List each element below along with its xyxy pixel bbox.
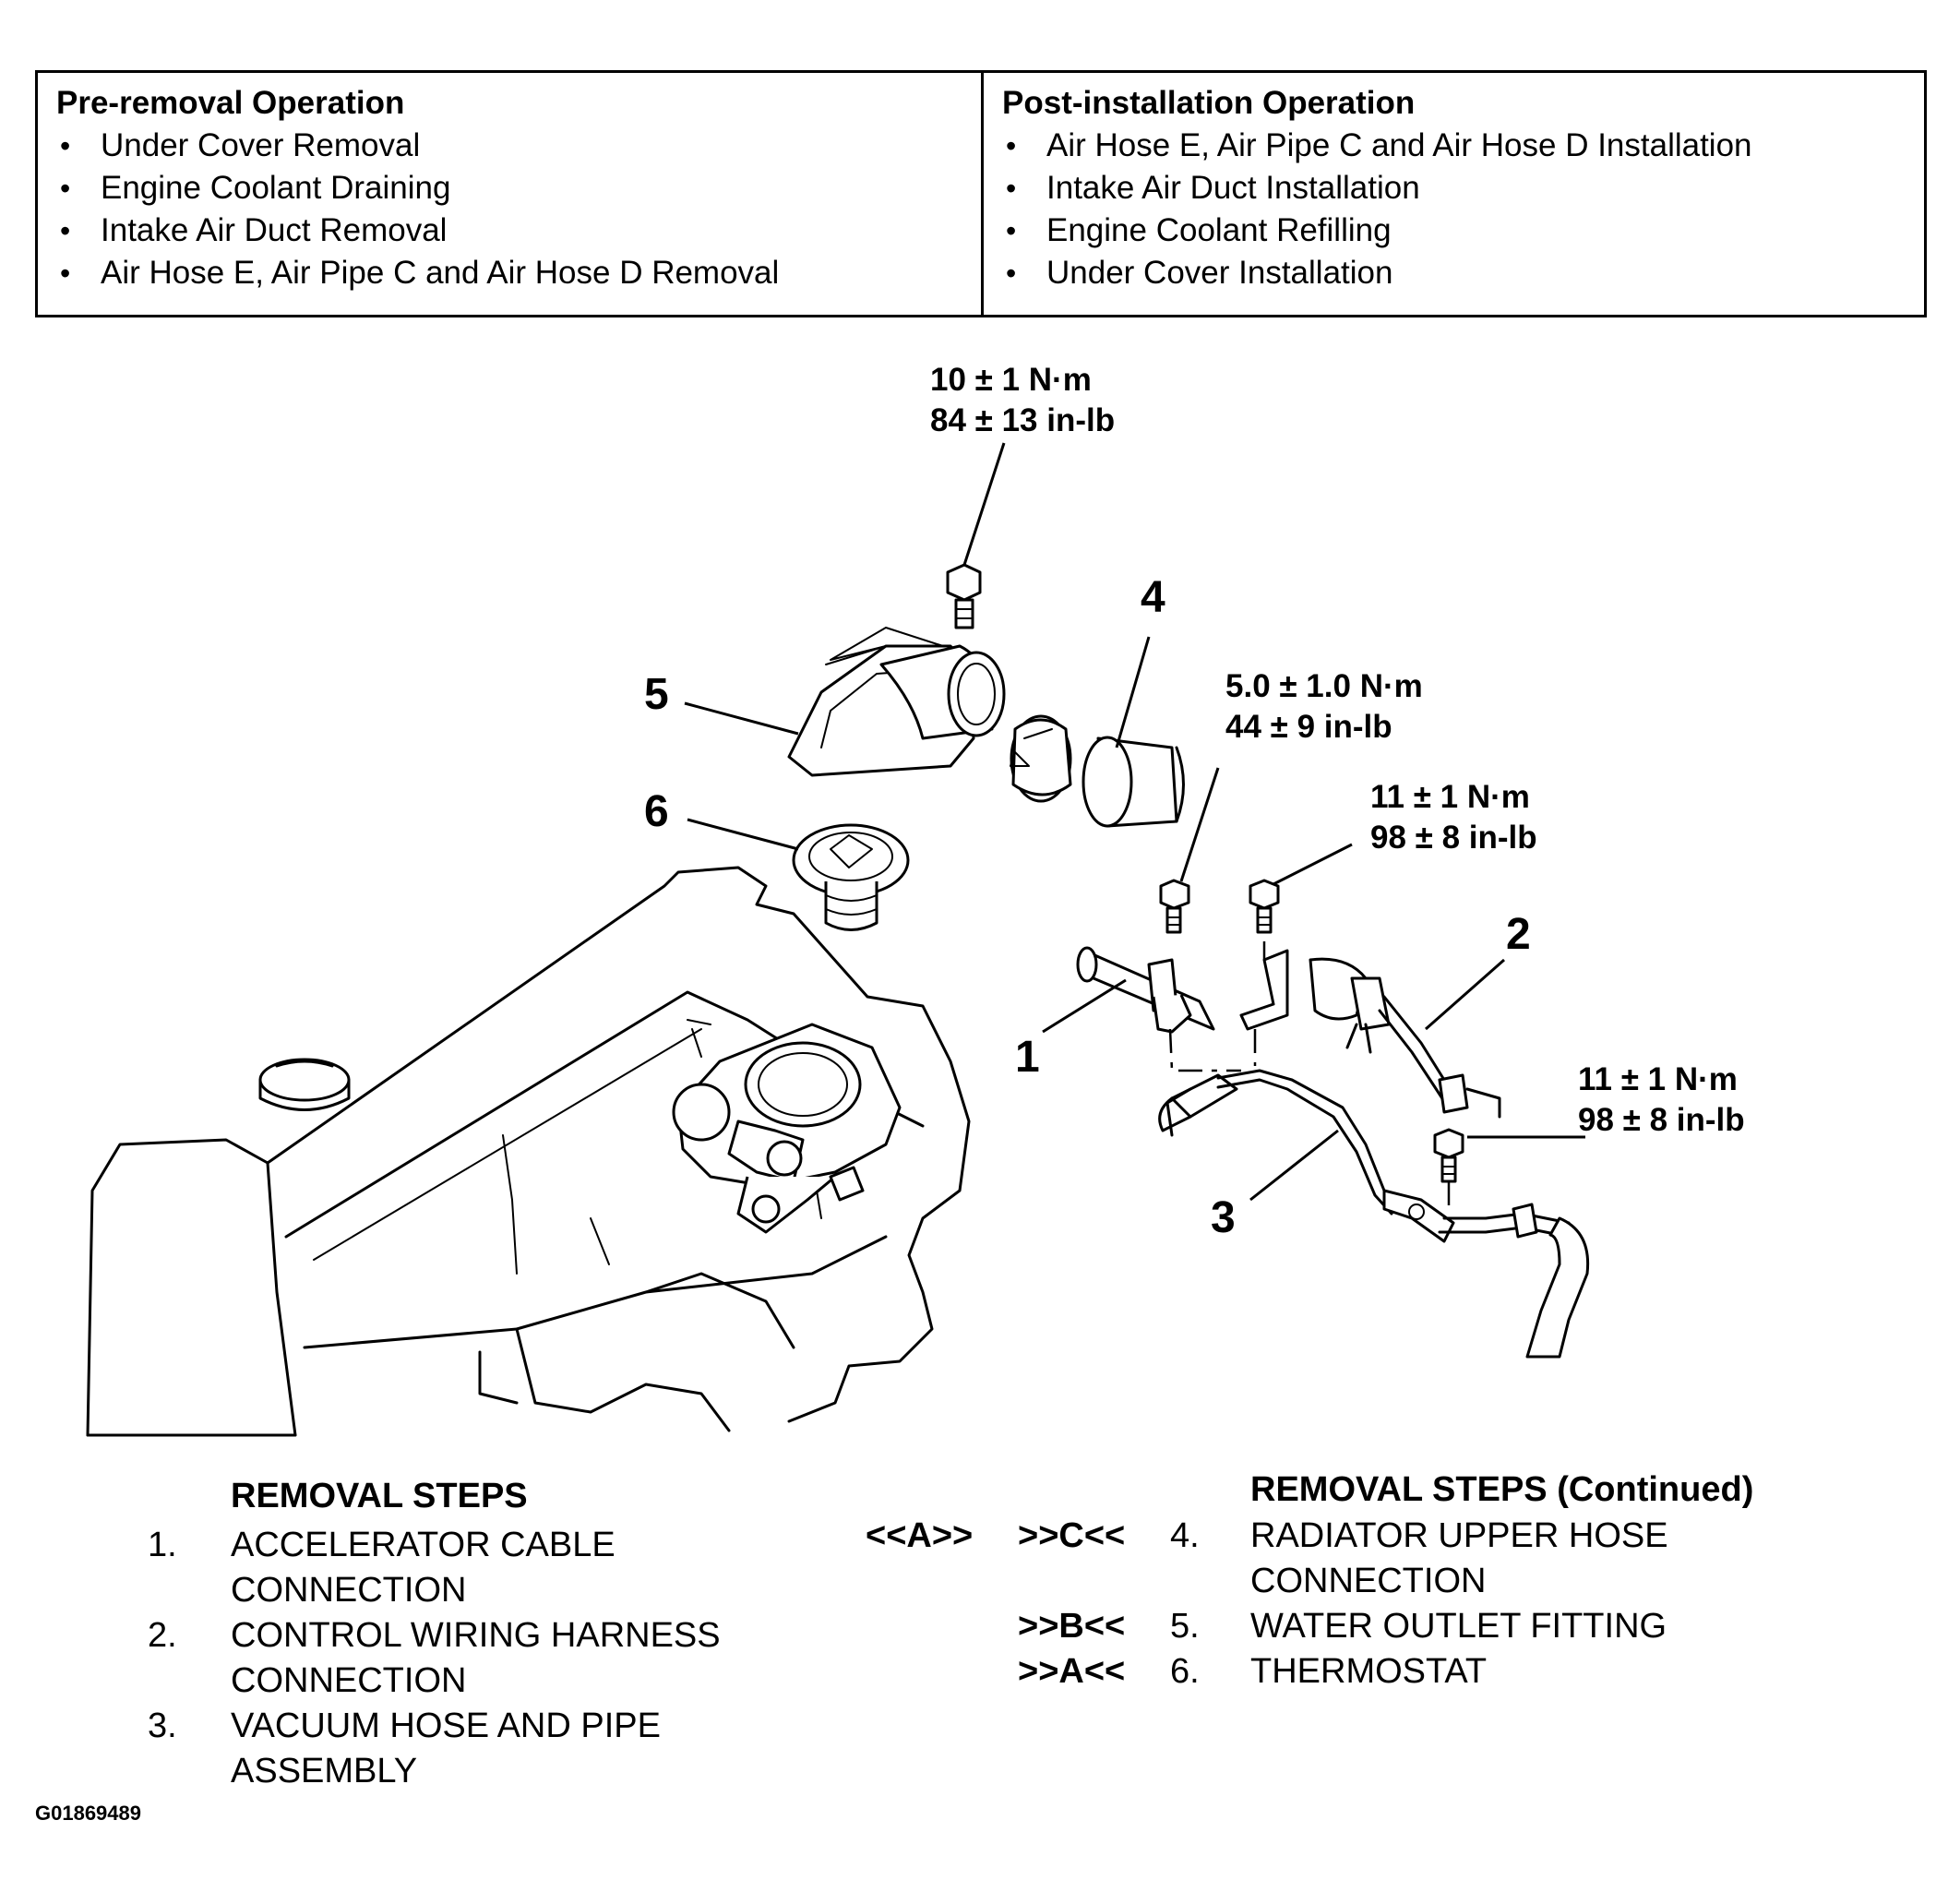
callout-5: 5 — [644, 670, 669, 719]
pre-removal-item: Intake Air Duct Removal — [56, 210, 962, 252]
pre-removal-item: Engine Coolant Draining — [56, 167, 962, 210]
step-number: 2. — [148, 1616, 177, 1655]
post-installation-item: Intake Air Duct Installation — [1002, 167, 1906, 210]
pre-removal-item: Under Cover Removal — [56, 125, 962, 167]
step-text: CONNECTION — [231, 1571, 467, 1610]
torque-inlb: 98 ± 8 in-lb — [1370, 820, 1537, 856]
torque-nm: 11 ± 1 N·m — [1370, 779, 1530, 815]
step-number: 1. — [148, 1526, 177, 1564]
leader-lines — [684, 442, 1585, 1202]
throttle-body-drawing — [672, 1019, 902, 1234]
step-text: CONNECTION — [231, 1661, 467, 1700]
step-text: THERMOSTAT — [1250, 1652, 1488, 1691]
callout-1: 1 — [1015, 1033, 1040, 1082]
pre-removal-item: Air Hose E, Air Pipe C and Air Hose D Re… — [56, 252, 962, 294]
step-reference-mark: >>A<< — [1018, 1652, 1126, 1691]
torque-nm: 10 ± 1 N·m — [930, 362, 1092, 398]
removal-steps-heading: REMOVAL STEPS — [231, 1477, 528, 1515]
step-text: CONTROL WIRING HARNESS — [231, 1616, 721, 1655]
step-number: 5. — [1170, 1607, 1200, 1646]
post-installation-item: Engine Coolant Refilling — [1002, 210, 1906, 252]
accelerator-cable-bracket-drawing — [1076, 879, 1241, 1072]
torque-label-bracket-bolt-right: 11 ± 1 N·m 98 ± 8 in-lb — [1370, 777, 1537, 858]
post-installation-operation: Post-installation Operation Air Hose E, … — [981, 73, 1924, 315]
torque-inlb: 84 ± 13 in-lb — [930, 402, 1116, 438]
post-installation-list: Air Hose E, Air Pipe C and Air Hose D In… — [1002, 125, 1906, 294]
torque-label-pipe-bolt: 11 ± 1 N·m 98 ± 8 in-lb — [1578, 1060, 1745, 1141]
torque-label-outlet-bolt: 10 ± 1 N·m 84 ± 13 in-lb — [930, 360, 1115, 441]
callout-3: 3 — [1211, 1193, 1236, 1242]
post-installation-item: Air Hose E, Air Pipe C and Air Hose D In… — [1002, 125, 1906, 167]
callout-2: 2 — [1506, 910, 1531, 959]
torque-label-bracket-bolt-left: 5.0 ± 1.0 N·m 44 ± 9 in-lb — [1225, 666, 1423, 748]
step-text: ACCELERATOR CABLE — [231, 1526, 615, 1564]
step-reference-mark: <<A>> — [866, 1516, 974, 1555]
torque-nm: 11 ± 1 N·m — [1578, 1061, 1738, 1097]
step-reference-mark: >>B<< — [1018, 1607, 1126, 1646]
step-text: RADIATOR UPPER HOSE — [1250, 1516, 1668, 1555]
pre-removal-title: Pre-removal Operation — [56, 85, 405, 121]
operations-table: Pre-removal Operation Under Cover Remova… — [35, 70, 1927, 317]
torque-inlb: 44 ± 9 in-lb — [1225, 709, 1392, 745]
step-text: ASSEMBLY — [231, 1752, 418, 1790]
step-number: 3. — [148, 1706, 177, 1745]
callout-4: 4 — [1141, 573, 1165, 622]
thermostat-drawing — [792, 823, 910, 931]
torque-inlb: 98 ± 8 in-lb — [1578, 1102, 1745, 1138]
vacuum-hose-pipe-drawing — [1158, 1069, 1590, 1359]
torque-nm: 5.0 ± 1.0 N·m — [1225, 668, 1423, 704]
post-installation-item: Under Cover Installation — [1002, 252, 1906, 294]
control-wiring-harness-drawing — [1309, 957, 1501, 1119]
step-number: 6. — [1170, 1652, 1200, 1691]
water-outlet-fitting-drawing — [787, 563, 1006, 777]
bracket-drawing — [1239, 879, 1289, 1066]
pre-removal-operation: Pre-removal Operation Under Cover Remova… — [38, 73, 981, 315]
hose-clamp-drawing — [1010, 714, 1072, 803]
engine-cylinder-head-drawing — [86, 866, 971, 1437]
figure-id: G01869489 — [35, 1802, 141, 1825]
step-text: VACUUM HOSE AND PIPE — [231, 1706, 661, 1745]
step-number: 4. — [1170, 1516, 1200, 1555]
step-reference-mark: >>C<< — [1018, 1516, 1126, 1555]
radiator-upper-hose-drawing — [1082, 736, 1185, 828]
step-text: CONNECTION — [1250, 1562, 1487, 1600]
removal-steps-continued-heading: REMOVAL STEPS (Continued) — [1250, 1470, 1754, 1509]
step-text: WATER OUTLET FITTING — [1250, 1607, 1667, 1646]
post-installation-title: Post-installation Operation — [1002, 85, 1416, 121]
callout-6: 6 — [644, 787, 669, 836]
pre-removal-list: Under Cover Removal Engine Coolant Drain… — [56, 125, 962, 294]
